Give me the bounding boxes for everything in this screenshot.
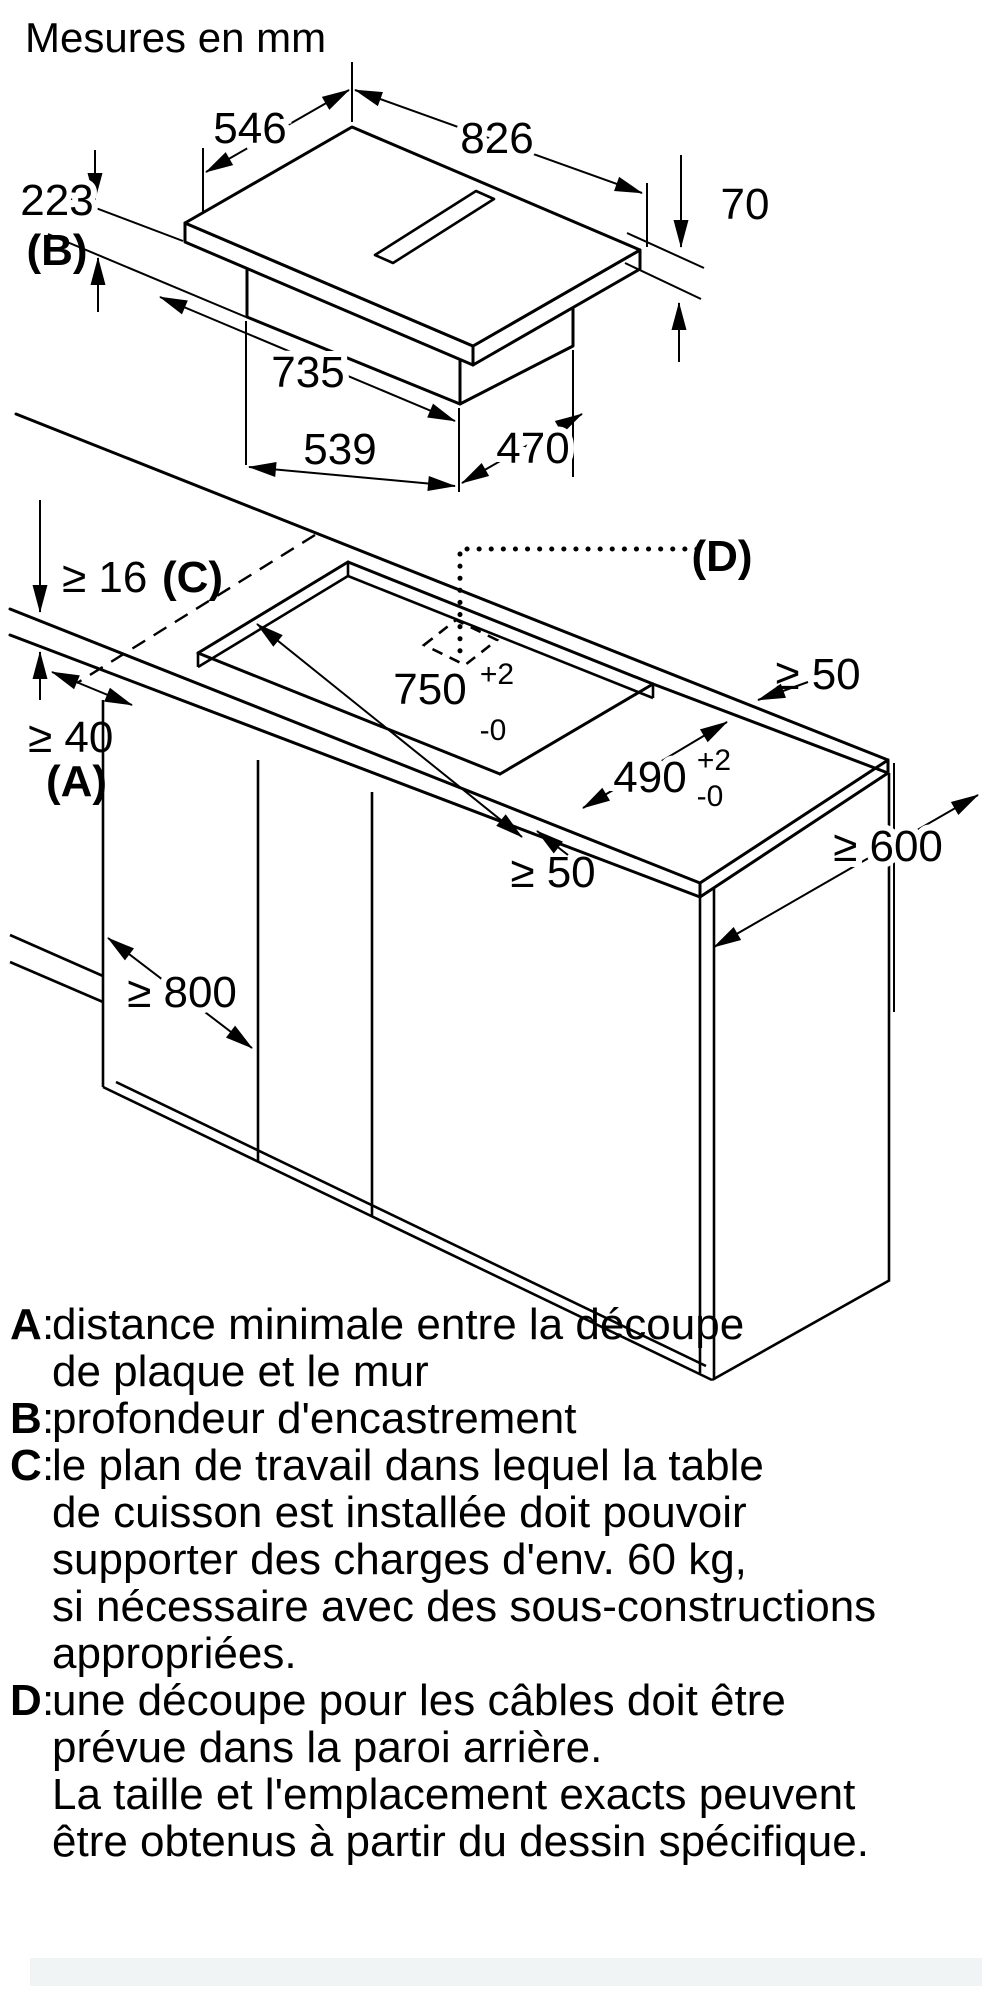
dim-line-826 [354,89,643,194]
callout-50-side [757,681,809,701]
legend-text: de plaque et le mur [52,1347,429,1396]
dim-label-223: 223 [20,176,93,225]
cutout-left-edge [196,560,350,655]
legend-sep-B: : [42,1394,55,1443]
legend-text: être obtenus à partir du dessin spécifiq… [52,1817,869,1866]
tick-b-upper [47,189,184,242]
legend-text: une découpe pour les câbles doit être [52,1676,786,1725]
legend-sep-A: : [42,1300,55,1349]
legend-sep-D: : [42,1676,55,1725]
cutout-inner-left-edge [197,574,349,669]
dim-label-490: 490 [613,753,686,802]
legend-sep-C: : [42,1441,55,1490]
dim-label-40: ≥ 40 [28,713,113,762]
dim-label-70: 70 [721,180,770,229]
floor-line-b [9,960,104,1004]
cutout-back-edge [346,560,655,686]
worktop-front-top-edge [8,607,702,885]
dim-label-546: 546 [213,104,286,153]
dim-label-470: 470 [496,424,569,473]
dim-line-546 [205,89,350,173]
cabinet-bottom-front-edge [102,1085,713,1382]
cabinet-bottom-right-edge [711,1278,891,1382]
dim-line-539 [248,462,456,491]
dim-line-40 [51,671,133,706]
dim-label-750: 750 [393,665,466,714]
ref-label-A: (A) [46,757,107,806]
ref-label-D: (D) [691,532,752,581]
ref-label-B: (B) [26,226,87,275]
tick-70-upper [626,232,705,269]
legend-key-A: A [10,1300,42,1349]
footer-bar [30,1958,982,1986]
dim-label-826: 826 [460,114,533,163]
dim-label-750-tol-plus: +2 [480,658,514,691]
cutout-back-edge-extension [651,682,890,775]
dim-label-490-tol-plus: +2 [697,744,731,777]
dim-label-735: 735 [271,348,344,397]
dim-label-16: ≥ 16 [62,553,147,602]
ref-label-C: (C) [162,553,223,602]
legend-key-B: B [10,1394,42,1443]
worktop-installation-view: ≥ 16 (C) ≥ 40 (A) (D) 750 +2 -0 490 +2 -… [8,412,979,1382]
dim-label-50-front: ≥ 50 [510,848,595,897]
vent-slot [373,189,496,265]
callout-50-front [536,830,569,856]
cooktop-isometric-view: 546 826 70 223 (B) 735 539 470 [14,62,770,492]
dim-line-490 [582,721,728,809]
legend-text: prévue dans la paroi arrière. [52,1723,603,1772]
legend-text: appropriées. [52,1629,297,1678]
cutout-right-edge [498,682,655,776]
dim-label-600: ≥ 600 [833,822,943,871]
legend-text: le plan de travail dans lequel la table [52,1441,764,1490]
dim-label-539: 539 [303,425,376,474]
worktop-back-edge [14,412,890,762]
dim-line-800 [107,937,253,1049]
dim-label-490-tol-minus: -0 [697,780,724,813]
legend-text: La taille et l'emplacement exacts peuven… [52,1770,856,1819]
cabinet-plinth-edge [115,1080,707,1368]
dim-line-600 [713,794,979,948]
dim-line-735 [159,296,456,422]
dim-label-50-side: ≥ 50 [775,650,860,699]
legend-key-C: C [10,1441,42,1490]
page-title: Mesures en mm [25,14,327,61]
legend-key-D: D [10,1676,42,1725]
floor-line-a [9,933,104,978]
legend-text: si nécessaire avec des sous-construction… [52,1582,877,1631]
dim-label-800: ≥ 800 [127,968,237,1017]
legend-text: de cuisson est installée doit pouvoir [52,1488,747,1537]
hidden-wall-edge [76,533,316,685]
dim-label-750-tol-minus: -0 [480,714,507,747]
tick-70-lower [624,262,702,300]
dim-line-470 [461,413,583,484]
dim-line-750 [256,623,523,838]
legend-text: profondeur d'encastrement [52,1394,577,1443]
legend-text: supporter des charges d'env. 60 kg, [52,1535,747,1584]
legend-text: distance minimale entre la découpe [52,1300,745,1349]
